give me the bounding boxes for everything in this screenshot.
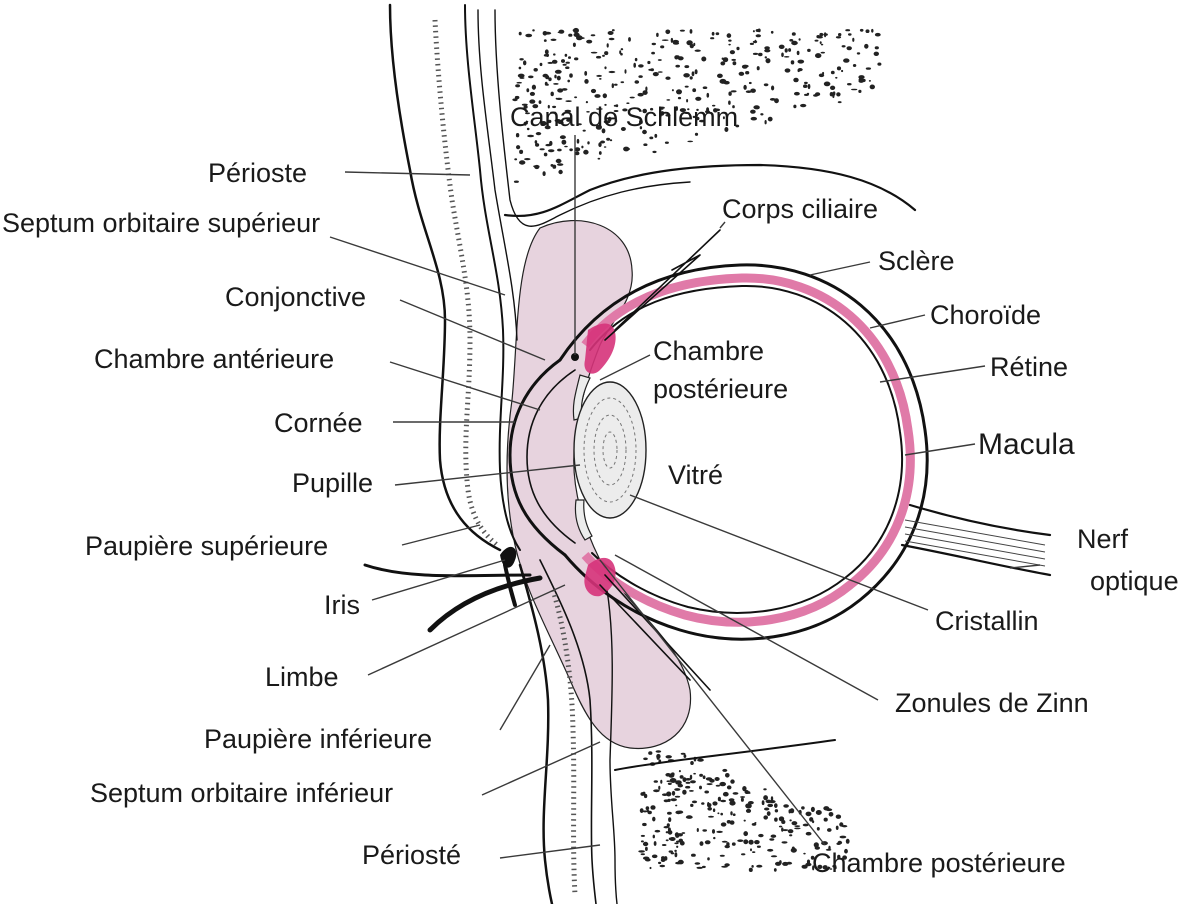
iris-lid-junction [503,563,517,607]
label-chambre-posterieure-top-2: postérieure [653,374,788,404]
label-conjonctive: Conjonctive [225,282,366,312]
ciliary-body-upper [584,323,616,374]
lower-eyelash [427,575,543,633]
lower-orbit-rim [614,739,836,771]
label-macula: Macula [978,428,1075,461]
iris-lower [574,499,593,541]
label-perioste-top: Périoste [208,158,307,188]
optic-nerve-fibers [904,519,1046,567]
label-perioste-bottom: Périosté [362,840,461,870]
eyelid-outer-contour [388,3,502,552]
lens-layer-3 [602,431,618,469]
label-chambre-anterieure: Chambre antérieure [94,344,334,374]
label-sclere: Sclère [878,246,955,276]
label-zonules: Zonules de Zinn [895,688,1089,718]
orbital-bone-top [512,27,882,183]
label-chambre-posterieure-bottom: Chambre postérieure [812,848,1066,878]
label-septum-inferieur: Septum orbitaire inférieur [90,778,393,808]
lower-eyelid-outer-contour [518,563,554,906]
upper-tarsal-dotted-strip [432,19,499,547]
label-nerf-2: optique [1090,566,1179,596]
schlemm-canal-dot [571,353,579,361]
lower-eyelid-inner-contour [539,559,597,905]
lower-lid-inner-line [606,589,618,905]
cornea-inner [526,369,576,544]
labels: Canal de Schlemm Périoste Septum orbitai… [2,102,1179,878]
cornea [508,358,567,557]
label-septum-superieur: Septum orbitaire supérieur [2,208,320,238]
label-nerf-1: Nerf [1077,524,1129,554]
label-paupiere-inferieure: Paupière inférieure [204,724,432,754]
leader-lines [329,135,1041,859]
optic-nerve [900,503,1052,577]
label-cristallin: Cristallin [935,606,1039,636]
label-retine: Rétine [990,352,1068,382]
lens [573,381,647,519]
upper-lid-inner-line [477,9,518,341]
label-cornee: Cornée [274,408,363,438]
label-canal-schlemm: Canal de Schlemm [510,102,738,132]
label-paupiere-superieure: Paupière supérieure [85,531,328,561]
label-chambre-posterieure-top-1: Chambre [653,336,764,366]
label-pupille: Pupille [292,468,373,498]
lower-tarsal-dotted-strip [550,589,578,896]
upper-lid-inner-line-2 [494,9,691,227]
orbital-bone-bottom [638,736,850,873]
label-choroide: Choroïde [930,300,1041,330]
lens-layer-2 [593,414,627,486]
label-limbe: Limbe [265,662,339,692]
retina-outline [589,284,904,614]
lens-layer-1 [583,397,637,503]
upper-eyelash [363,563,532,578]
ciliary-spur-upper [604,229,721,341]
ciliary-body-lower [584,557,616,597]
label-corps-ciliaire: Corps ciliaire [722,194,878,224]
eyelid-margin-blob [500,546,517,568]
label-iris: Iris [324,590,360,620]
upper-orbit-rim [503,163,917,218]
label-vitre: Vitré [668,460,723,490]
upper-eyelid-inner-contour [464,4,521,551]
choroid-band [581,273,915,627]
sclera-outline [558,263,929,641]
